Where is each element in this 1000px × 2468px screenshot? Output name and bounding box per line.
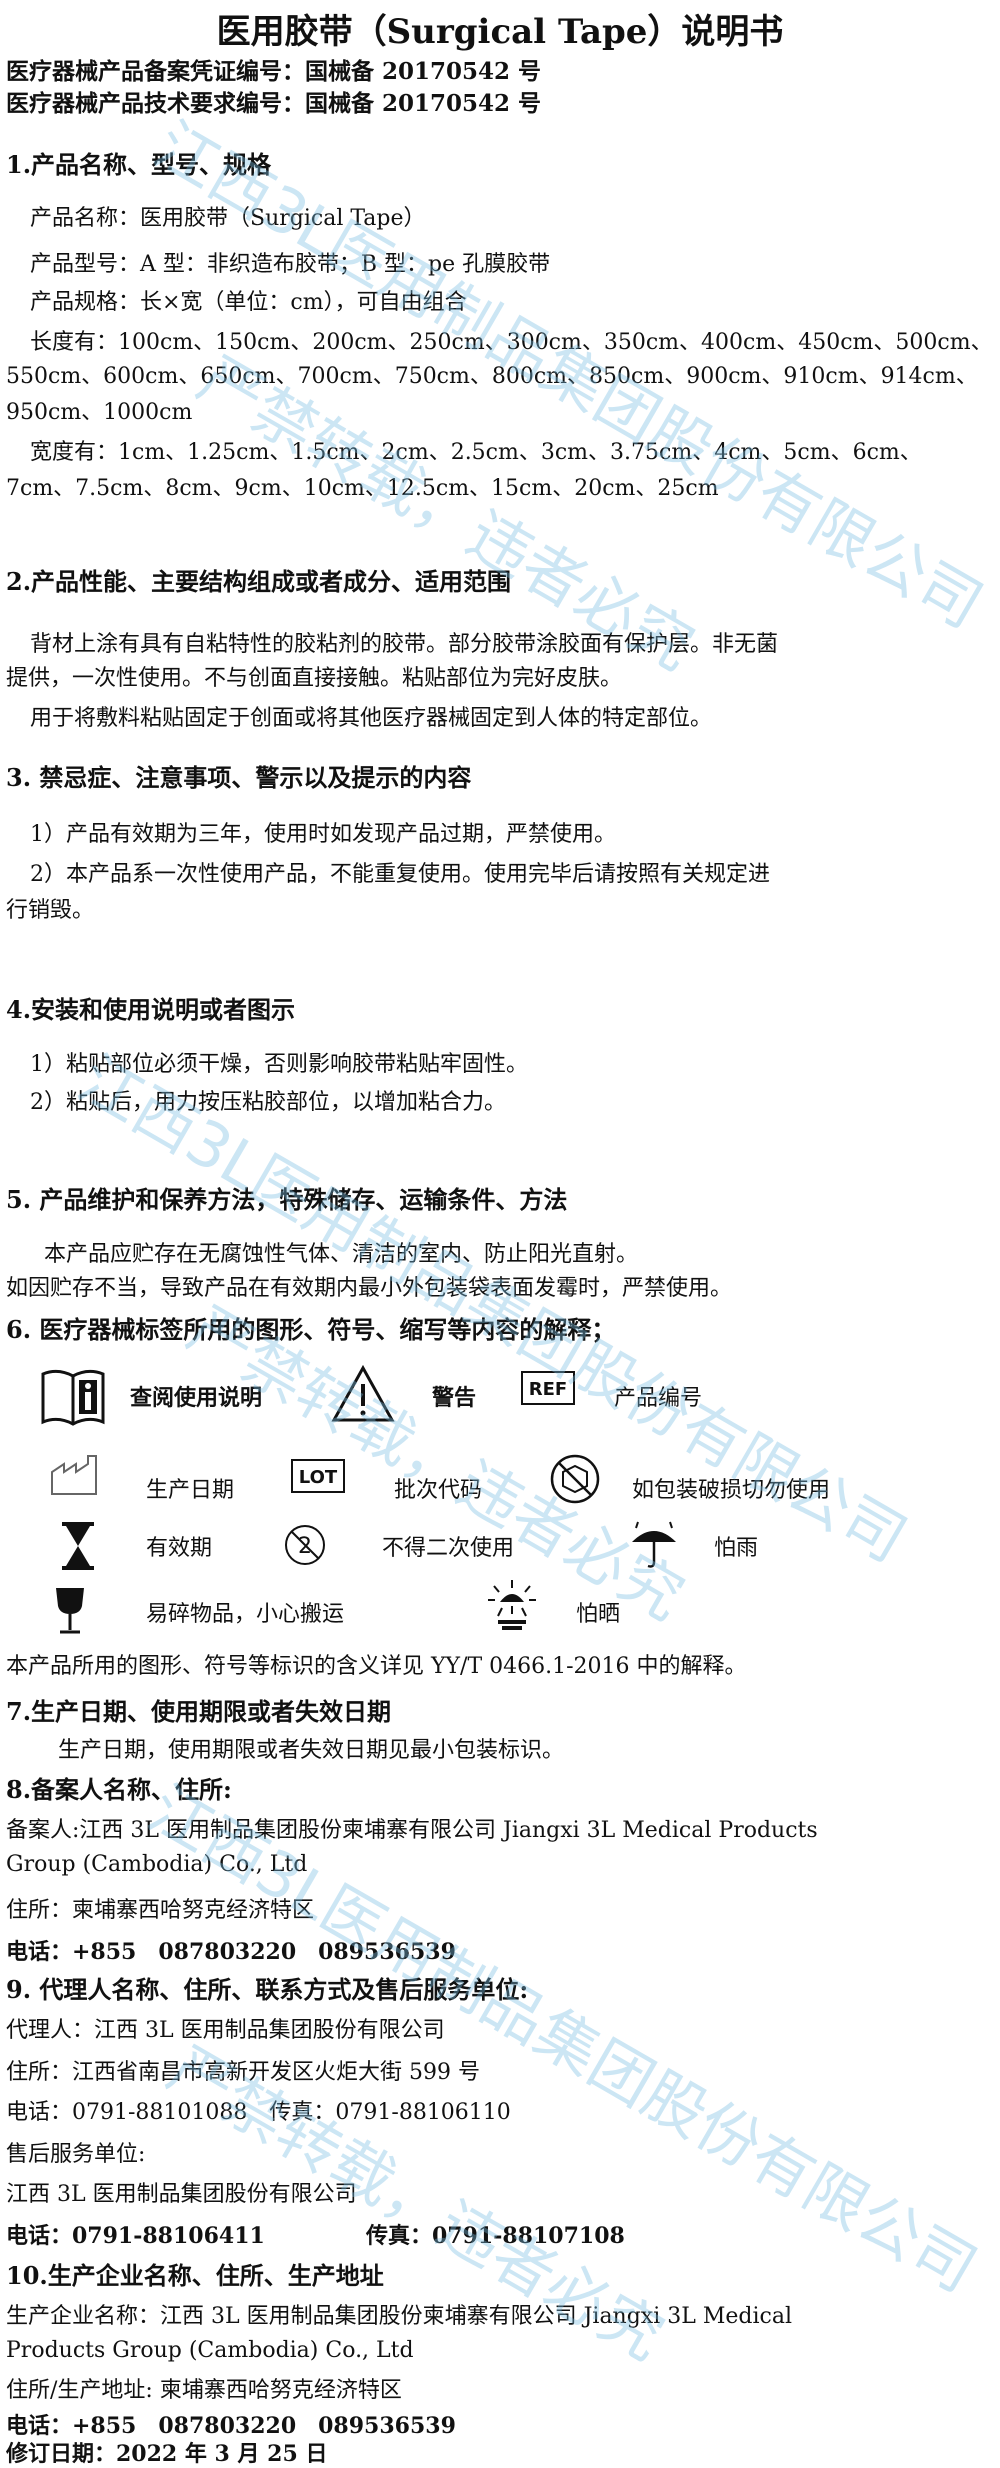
manufacturer-name: 生产企业名称：江西 3L 医用制品集团股份柬埔寨有限公司 Jiangxi 3L … [6, 2304, 792, 2329]
filer-name: 备案人:江西 3L 医用制品集团股份柬埔寨有限公司 Jiangxi 3L Med… [6, 1818, 818, 1843]
no-reuse-icon: 2 [282, 1522, 328, 1568]
symbol-standard-footnote: 本产品所用的图形、符号等标识的含义详见 YY/T 0466.1-2016 中的解… [6, 1654, 747, 1679]
product-spec: 产品规格：长×宽（单位：cm），可自由组合 [30, 290, 467, 315]
keep-dry-label: 怕雨 [714, 1536, 759, 1561]
manufacture-date-icon [48, 1452, 104, 1498]
keep-from-sunlight-icon [484, 1578, 540, 1634]
section-7-heading: 7.生产日期、使用期限或者失效日期 [6, 1697, 392, 1726]
no-reuse-label: 不得二次使用 [382, 1536, 515, 1561]
section-2-heading: 2.产品性能、主要结构组成或者成分、适用范围 [6, 567, 512, 596]
section-4-heading: 4.安装和使用说明或者图示 [6, 995, 296, 1024]
length-list: 950cm、1000cm [6, 400, 193, 425]
product-name: 产品名称：医用胶带（Surgical Tape） [30, 206, 426, 231]
caution-item: 行销毁。 [6, 898, 95, 923]
performance-text: 背材上涂有具有自粘特性的胶粘剂的胶带。部分胶带涂胶面有保护层。非无菌 [30, 632, 779, 657]
warning-icon [330, 1364, 396, 1424]
damaged-package-label: 如包装破损切勿使用 [632, 1478, 831, 1503]
after-sales-fax: 传真：0791-88107108 [366, 2223, 625, 2249]
usage-item: 2）粘贴后，用力按压粘胶部位，以增加粘合力。 [30, 1090, 506, 1115]
section-3-heading: 3. 禁忌症、注意事项、警示以及提示的内容 [6, 763, 472, 792]
keep-dry-umbrella-icon [628, 1520, 680, 1570]
width-list: 7cm、7.5cm、8cm、9cm、10cm、12.5cm、15cm、20cm、… [6, 476, 719, 501]
warning-label: 警告 [432, 1385, 477, 1411]
filing-certificate-number: 医疗器械产品备案凭证编号：国械备 20170542 号 [6, 58, 542, 85]
consult-instructions-icon [38, 1366, 108, 1428]
scope-text: 用于将敷料粘贴固定于创面或将其他医疗器械固定到人体的特定部位。 [30, 706, 713, 731]
agent-name: 代理人：江西 3L 医用制品集团股份有限公司 [6, 2018, 445, 2043]
section-9-heading: 9. 代理人名称、住所、联系方式及售后服务单位: [6, 1975, 529, 2004]
agent-phone-fax: 电话：0791-88101088 传真：0791-88106110 [6, 2100, 511, 2125]
ref-icon: REF [520, 1370, 576, 1406]
section-8-heading: 8.备案人名称、住所: [6, 1775, 232, 1804]
manufacture-date-label: 生产日期 [146, 1478, 235, 1503]
damaged-package-icon [548, 1452, 602, 1506]
filer-name: Group (Cambodia) Co., Ltd [6, 1852, 308, 1877]
filer-phone: 电话：+855 087803220 089536539 [6, 1939, 456, 1965]
storage-text: 本产品应贮存在无腐蚀性气体、清洁的室内、防止阳光直射。 [44, 1242, 639, 1267]
manufacturer-address: 住所/生产地址: 柬埔寨西哈努克经济特区 [6, 2378, 402, 2403]
keep-from-sunlight-label: 怕晒 [576, 1602, 621, 1627]
consult-instructions-label: 查阅使用说明 [130, 1385, 263, 1411]
expiry-hourglass-icon [58, 1520, 98, 1572]
manufacturer-name: Products Group (Cambodia) Co., Ltd [6, 2338, 414, 2363]
section-5-heading: 5. 产品维护和保养方法，特殊储存、运输条件、方法 [6, 1185, 568, 1214]
usage-item: 1）粘贴部位必须干燥，否则影响胶带粘贴牢固性。 [30, 1052, 528, 1077]
section-1-heading: 1.产品名称、型号、规格 [6, 150, 272, 179]
fragile-label: 易碎物品，小心搬运 [146, 1602, 345, 1627]
storage-text: 如因贮存不当，导致产品在有效期内最小外包装袋表面发霉时，严禁使用。 [6, 1276, 733, 1301]
manufacturer-phone: 电话：+855 087803220 089536539 [6, 2413, 456, 2439]
filer-address: 住所：柬埔寨西哈努克经济特区 [6, 1898, 315, 1923]
after-sales-label: 售后服务单位: [6, 2142, 146, 2167]
agent-address: 住所：江西省南昌市高新开发区火炬大街 599 号 [6, 2060, 480, 2085]
svg-text:REF: REF [529, 1379, 567, 1400]
production-date-note: 生产日期，使用期限或者失效日期见最小包装标识。 [58, 1738, 565, 1763]
after-sales-name: 江西 3L 医用制品集团股份有限公司 [6, 2182, 357, 2207]
performance-text: 提供，一次性使用。不与创面直接接触。粘贴部位为完好皮肤。 [6, 666, 623, 691]
length-list: 550cm、600cm、650cm、700cm、750cm、800cm、850c… [6, 364, 978, 389]
section-10-heading: 10.生产企业名称、住所、生产地址 [6, 2261, 384, 2290]
section-6-heading: 6. 医疗器械标签所用的图形、符号、缩写等内容的解释； [6, 1315, 616, 1344]
svg-text:LOT: LOT [299, 1467, 338, 1488]
after-sales-phone: 电话：0791-88106411 [6, 2223, 265, 2249]
width-list: 宽度有：1cm、1.25cm、1.5cm、2cm、2.5cm、3cm、3.75c… [30, 440, 922, 465]
product-model: 产品型号：A 型：非织造布胶带；B 型：pe 孔膜胶带 [30, 252, 551, 277]
technical-requirement-number: 医疗器械产品技术要求编号：国械备 20170542 号 [6, 90, 542, 117]
lot-icon: LOT [290, 1458, 346, 1494]
caution-item: 2）本产品系一次性使用产品，不能重复使用。使用完毕后请按照有关规定进 [30, 862, 770, 887]
ref-label: 产品编号 [614, 1386, 703, 1411]
lot-label: 批次代码 [394, 1478, 483, 1503]
fragile-glass-icon [50, 1584, 90, 1636]
expiry-label: 有效期 [146, 1536, 213, 1561]
document-title: 医用胶带（Surgical Tape）说明书 [216, 12, 784, 52]
length-list: 长度有：100cm、150cm、200cm、250cm、300cm、350cm、… [30, 330, 993, 355]
revision-date: 修订日期：2022 年 3 月 25 日 [6, 2441, 328, 2467]
caution-item: 1）产品有效期为三年，使用时如发现产品过期，严禁使用。 [30, 822, 616, 847]
svg-text:2: 2 [298, 1534, 312, 1559]
